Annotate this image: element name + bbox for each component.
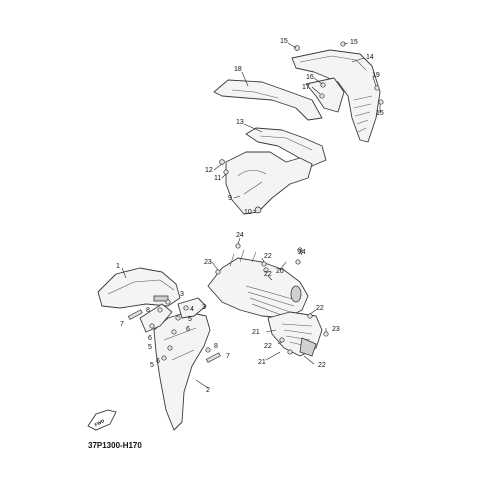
callout-12: 12 <box>205 167 213 174</box>
callout-6: 6 <box>186 326 190 333</box>
callout-15: 15 <box>350 39 358 46</box>
callout-8: 8 <box>214 343 218 350</box>
callout-22: 22 <box>316 305 324 312</box>
callout-22: 22 <box>318 362 326 369</box>
callout-7: 7 <box>226 353 230 360</box>
callout-5: 5 <box>148 344 152 351</box>
callout-1: 1 <box>116 263 120 270</box>
callout-18: 18 <box>234 66 242 73</box>
callout-20: 20 <box>276 268 284 275</box>
rear-fender-part-14 <box>291 49 381 143</box>
callout-3: 3 <box>180 291 184 298</box>
callout-9: 9 <box>228 195 232 202</box>
front-fender-assembly <box>97 267 221 431</box>
callout-2: 2 <box>206 387 210 394</box>
callout-4: 4 <box>190 306 194 313</box>
diagram-code: 37P1300-H170 <box>88 441 142 450</box>
side-cowl-part-20 <box>207 257 309 319</box>
callout-22: 22 <box>264 253 272 260</box>
callout-15: 15 <box>280 38 288 45</box>
rear-bracket-part-18 <box>213 79 323 121</box>
callout-8: 8 <box>146 307 150 314</box>
callout-24: 24 <box>236 232 244 239</box>
callout-6: 6 <box>156 358 160 365</box>
callout-14: 14 <box>366 54 374 61</box>
callout-23: 23 <box>204 259 212 266</box>
callout-5: 5 <box>150 362 154 369</box>
front-fender-part-2 <box>153 311 211 431</box>
callout-22: 22 <box>264 343 272 350</box>
callouts: 15 15 14 18 16 19 17 15 13 12 11 9 10 24… <box>116 38 384 394</box>
callout-11: 11 <box>214 175 221 182</box>
callout-22: 22 <box>264 271 272 278</box>
callout-3: 3 <box>202 304 206 311</box>
callout-10: 10 <box>244 209 252 216</box>
cover-part-13 <box>245 127 327 167</box>
callout-15: 15 <box>376 110 384 117</box>
callout-19: 19 <box>372 72 380 79</box>
leader-lines <box>121 42 381 389</box>
callout-23: 23 <box>332 326 340 333</box>
callout-17: 17 <box>302 84 310 91</box>
inner-fender-part-9 <box>225 151 313 215</box>
side-cowl-assembly <box>207 243 329 357</box>
callout-5: 5 <box>188 316 192 323</box>
callout-7: 7 <box>120 321 124 328</box>
fwd-arrow-icon: FWD <box>87 409 117 431</box>
callout-21: 21 <box>252 329 260 336</box>
callout-6: 6 <box>148 335 152 342</box>
rear-fender-assembly <box>213 41 384 215</box>
callout-24: 24 <box>298 249 306 256</box>
fwd-label: FWD <box>94 418 106 428</box>
callout-21: 21 <box>258 359 266 366</box>
callout-13: 13 <box>236 119 244 126</box>
callout-16: 16 <box>306 74 314 81</box>
